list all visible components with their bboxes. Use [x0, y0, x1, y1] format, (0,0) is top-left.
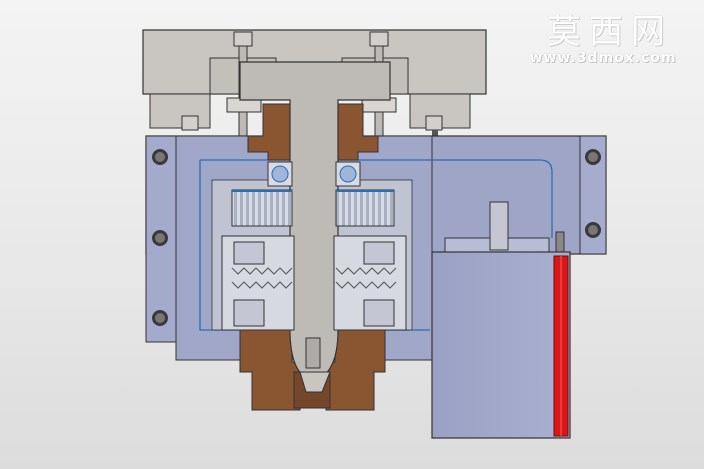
watermark-chinese: 莫西网: [547, 12, 673, 52]
motor-icon: [431, 201, 571, 439]
3dmox-watermark-logo: [603, 30, 607, 34]
spring-icon: [221, 235, 407, 331]
pulley-icon: [231, 189, 395, 227]
watermark-url: www.3dmox.com: [529, 50, 677, 66]
bearing-icon: [267, 161, 361, 187]
